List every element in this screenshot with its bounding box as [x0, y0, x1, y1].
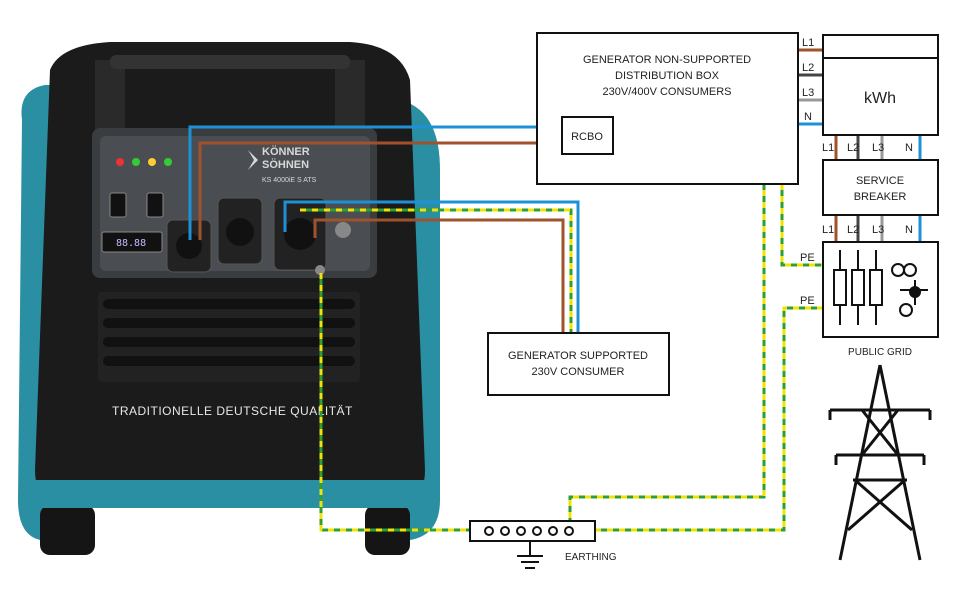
distribution-box-frame — [536, 32, 799, 185]
service-breaker: SERVICE BREAKER L1 L2 L3 N — [822, 159, 939, 236]
meter-frame — [822, 34, 939, 136]
meter-terminal-l1: L1 — [802, 37, 814, 49]
earthing-terminal — [516, 526, 526, 536]
kwh-meter: kWh L1 L2 L3 N L1 L2 L3 N — [802, 34, 939, 154]
meter-bottom-l2: L2 — [847, 142, 859, 154]
grille-slot — [103, 356, 355, 366]
brand-logo-icon — [248, 150, 258, 170]
ground-terminal — [315, 265, 325, 275]
wire-earth-grid-bottom-stripe — [595, 306, 823, 532]
fuse-icon — [833, 250, 883, 325]
service-breaker-line2: BREAKER — [854, 191, 907, 203]
distribution-box-line2: DISTRIBUTION BOX — [615, 70, 720, 82]
warning-lamp-icon — [116, 158, 124, 166]
grille-slot — [103, 337, 355, 347]
wire-phase-consumer — [313, 218, 565, 333]
overload-lamp-icon — [148, 158, 156, 166]
generator-base — [20, 480, 440, 508]
public-grid-box: PE PE PUBLIC GRID — [800, 241, 939, 358]
engine-switch — [109, 192, 127, 218]
generator-handle-left — [95, 60, 125, 130]
breaker-bottom-l3: L3 — [872, 224, 884, 236]
service-breaker-frame — [822, 159, 939, 216]
meter-bottom-l3: L3 — [872, 142, 884, 154]
grille-slot — [103, 299, 355, 309]
supported-consumer-line2: 230V CONSUMER — [532, 366, 625, 378]
rcbo-label: RCBO — [571, 131, 603, 143]
meter-bottom-l1: L1 — [822, 142, 834, 154]
earthing-terminal — [484, 526, 494, 536]
meter-terminal-n: N — [804, 111, 812, 123]
earthing-bar: EARTHING — [469, 520, 617, 569]
breaker-bottom-l2: L2 — [847, 224, 859, 236]
generator-foot-left — [40, 505, 95, 555]
pe-label-top: PE — [800, 252, 815, 264]
grille-slot — [103, 318, 355, 328]
generator-brand-line1: KÖNNER — [262, 145, 310, 158]
wire-earth-grid-top-stripe — [780, 184, 823, 267]
parallel-terminal — [335, 222, 351, 238]
wire-earth-consumer-stripe — [300, 208, 573, 333]
distribution-box-line1: GENERATOR NON-SUPPORTED — [583, 54, 751, 66]
public-grid-label: PUBLIC GRID — [848, 347, 912, 358]
generator-front-text: TRADITIONELLE DEUTSCHE QUALITÄT — [112, 404, 353, 418]
meter-bottom-n: N — [905, 142, 913, 154]
earthing-label: EARTHING — [565, 552, 617, 563]
wire-phase-rcbo — [198, 141, 562, 240]
wires — [188, 48, 922, 532]
generator: KÖNNER SÖHNEN KS 4000iE S ATS 88.88 TRAD… — [18, 42, 440, 555]
oil-lamp-icon — [164, 158, 172, 166]
lcd-value: 88.88 — [116, 238, 146, 249]
breaker-bottom-n: N — [905, 224, 913, 236]
earthing-terminal — [548, 526, 558, 536]
socket-2-face — [284, 218, 316, 250]
earthing-terminal — [532, 526, 542, 536]
transformer-icon — [891, 263, 928, 317]
generator-brand-line2: SÖHNEN — [262, 158, 309, 171]
generator-handle-right — [335, 60, 365, 130]
ground-symbol-icon — [517, 541, 543, 569]
meter-terminal-l3: L3 — [802, 87, 814, 99]
generator-handle-bar — [110, 55, 350, 69]
meter-terminal-l2: L2 — [802, 62, 814, 74]
socket-1-face — [226, 218, 254, 246]
wire-earth-generator-stripe — [319, 273, 470, 532]
service-breaker-line1: SERVICE — [856, 175, 904, 187]
generator-lcd — [101, 231, 163, 253]
wire-neutral-rcbo — [188, 125, 562, 240]
supported-consumer-box: GENERATOR SUPPORTED 230V CONSUMER — [487, 332, 670, 396]
meter-label: kWh — [864, 90, 896, 107]
supported-consumer-frame — [487, 332, 670, 396]
generator-model: KS 4000iE S ATS — [262, 177, 317, 184]
eco-switch — [146, 192, 164, 218]
earthing-terminal — [500, 526, 510, 536]
socket-ats-face — [176, 233, 202, 259]
wire-earth-distribution-stripe — [568, 184, 766, 530]
supported-consumer-line1: GENERATOR SUPPORTED — [508, 350, 648, 362]
pe-label-bottom: PE — [800, 295, 815, 307]
rcbo-box — [561, 116, 614, 155]
earthing-terminal — [564, 526, 574, 536]
breaker-bottom-l1: L1 — [822, 224, 834, 236]
output-lamp-icon — [132, 158, 140, 166]
nonsupported-distribution-box: GENERATOR NON-SUPPORTED DISTRIBUTION BOX… — [536, 32, 799, 185]
wire-neutral-consumer — [283, 200, 580, 333]
distribution-box-line3: 230V/400V CONSUMERS — [603, 86, 732, 98]
power-pylon-icon — [828, 364, 932, 561]
